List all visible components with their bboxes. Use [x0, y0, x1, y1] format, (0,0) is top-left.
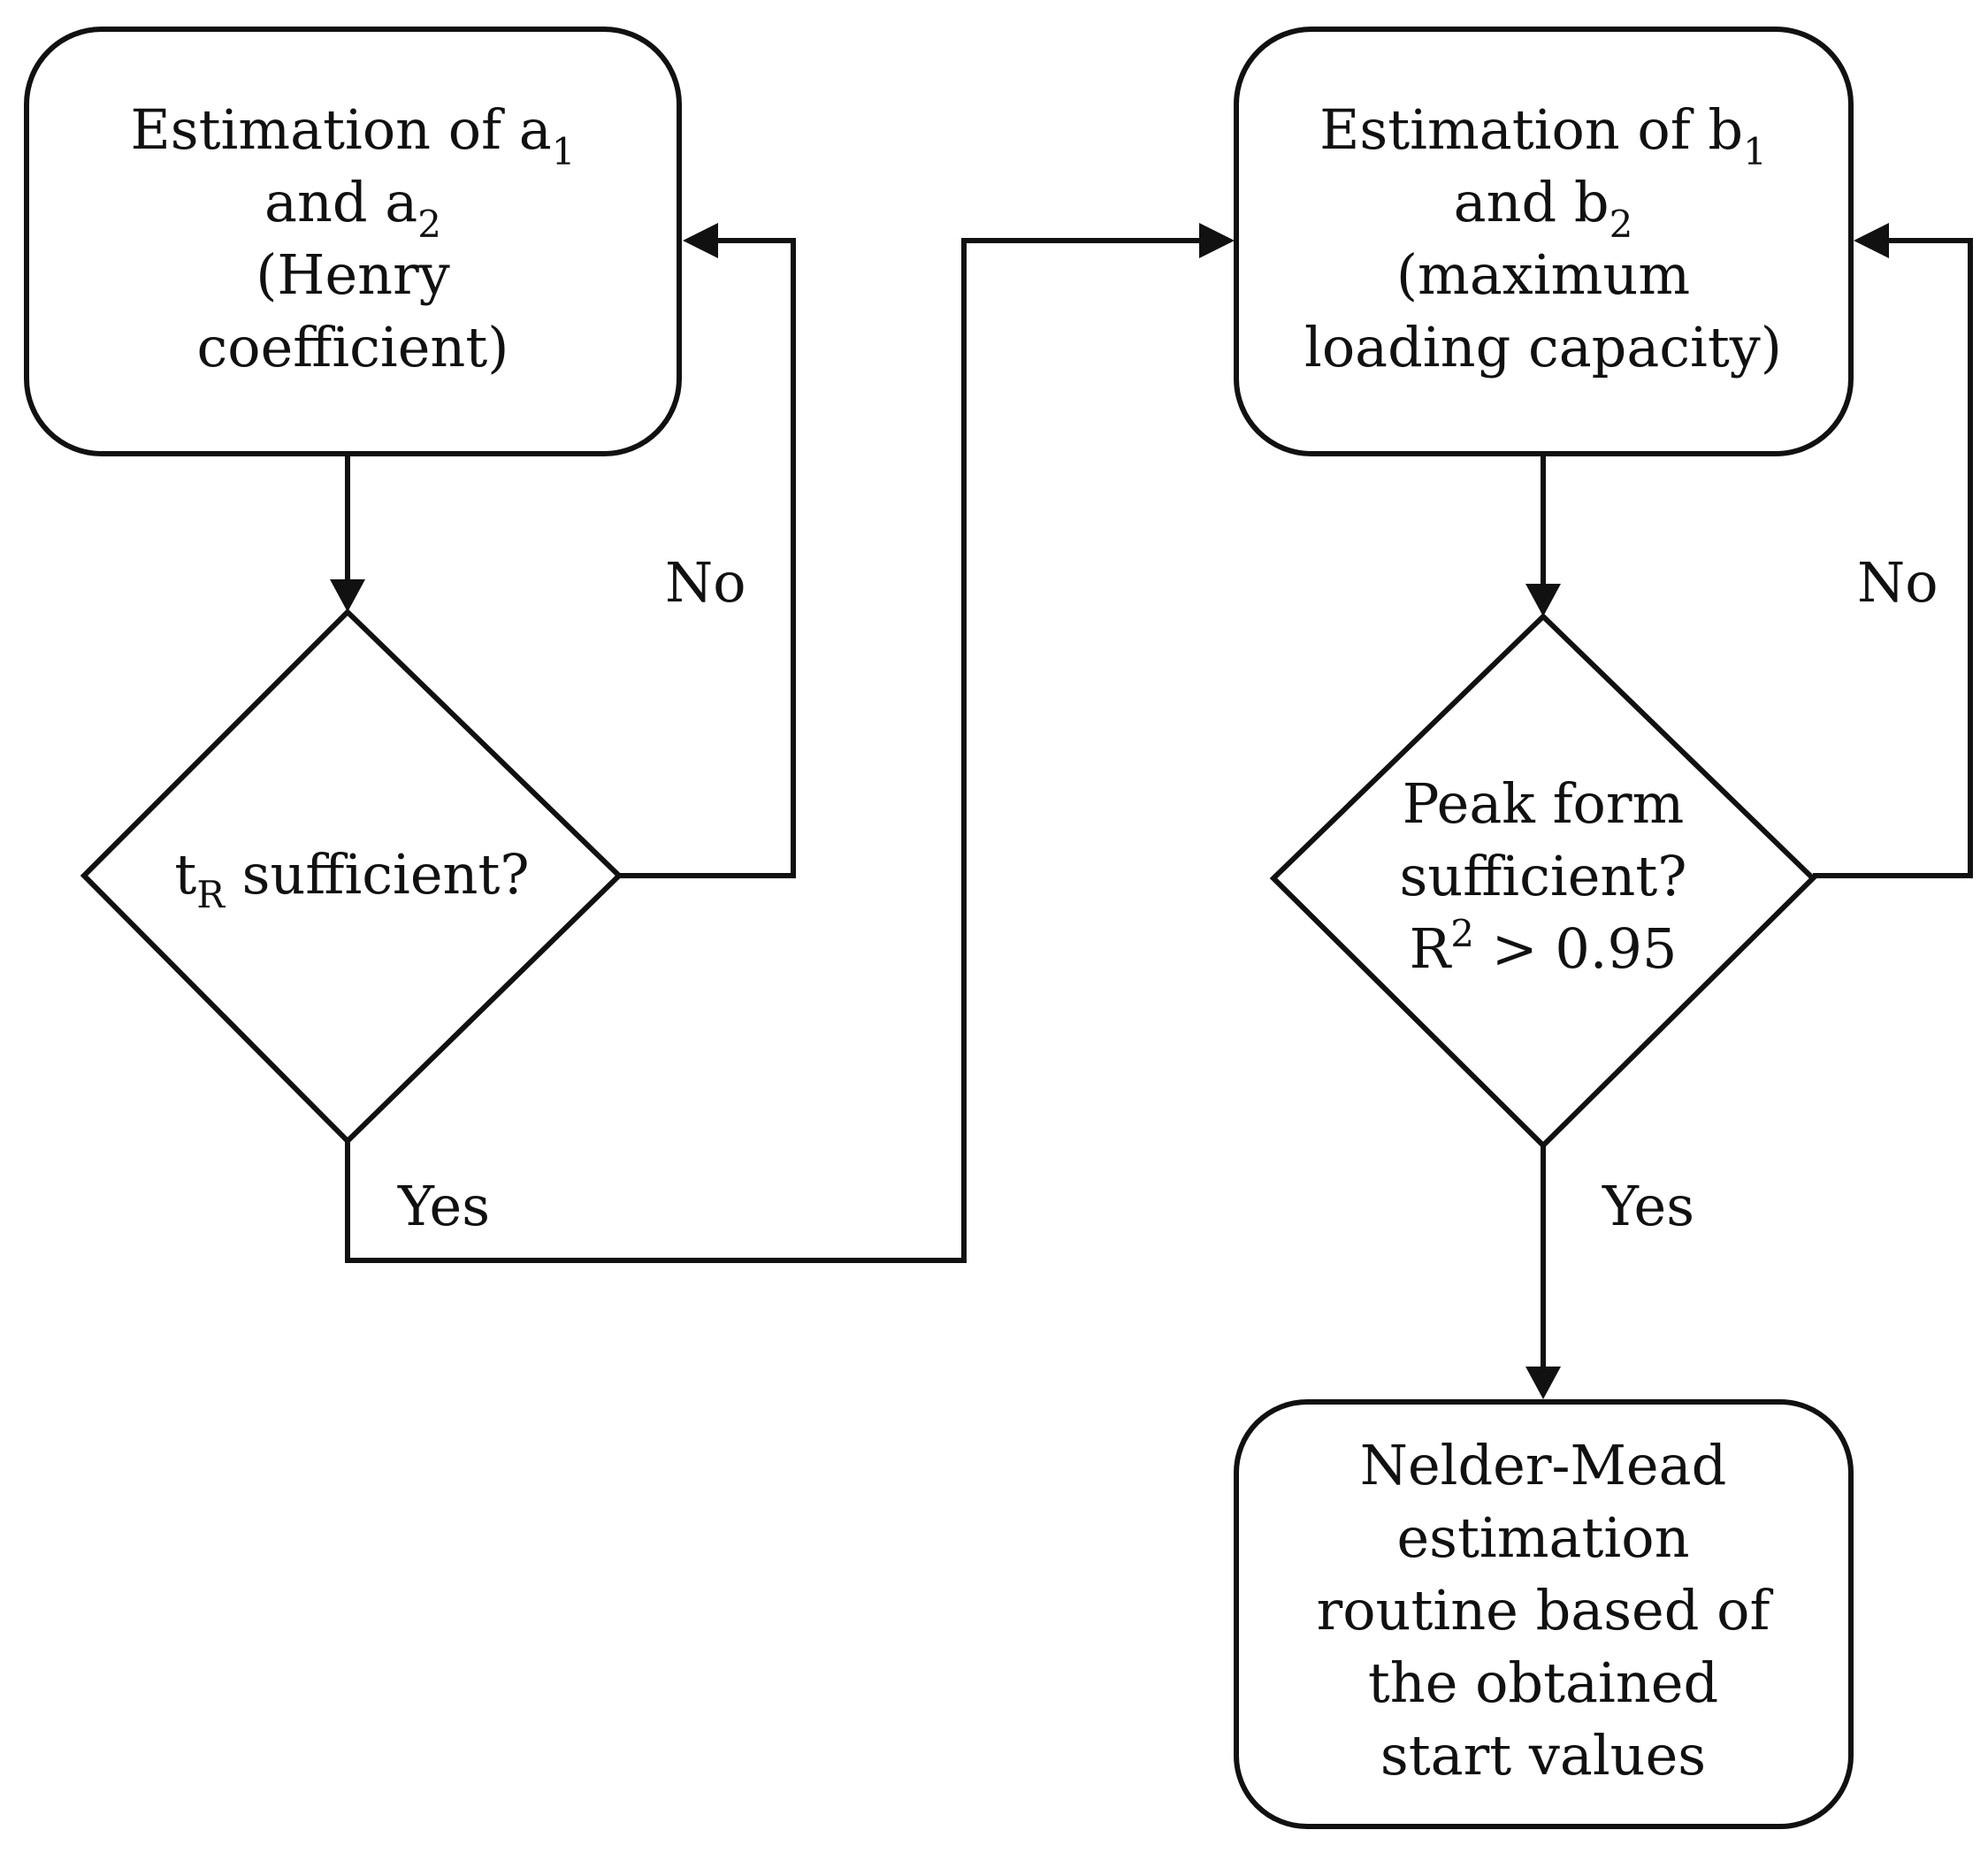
estimate-a-line-3: (Henry	[256, 242, 450, 307]
connector-tr-yes	[345, 238, 1203, 1263]
estimate-b-line-3: (maximum	[1396, 242, 1690, 307]
peak-no-label: No	[1857, 550, 1938, 615]
estimate-b-line-4: loading capacity)	[1304, 315, 1782, 379]
arrowhead-b-to-peak-decision	[1525, 584, 1561, 616]
estimate-a-line-2: and a2	[264, 170, 441, 246]
tr-decision-label: tR sufficient?	[174, 842, 529, 916]
arrowhead-peak-no-loop	[1854, 223, 1889, 258]
estimate-a-box	[24, 27, 682, 456]
nelder-mead-line-1: Nelder-Mead	[1360, 1433, 1727, 1497]
nelder-mead-line-2: estimation	[1396, 1505, 1689, 1570]
estimate-a-line-4: coefficient)	[197, 315, 509, 379]
tr-no-label: No	[665, 550, 746, 615]
estimate-b-box	[1234, 27, 1854, 456]
arrowhead-peak-yes	[1525, 1367, 1561, 1399]
nelder-mead-box	[1234, 1399, 1854, 1829]
estimate-b-line-1: Estimation of b1	[1319, 97, 1767, 173]
peak-decision-line-2: sufficient?	[1400, 844, 1687, 908]
arrowhead-tr-no-loop	[683, 223, 718, 258]
peak-decision-diamond	[1269, 612, 1817, 1150]
peak-decision-line-1: Peak form	[1403, 771, 1685, 836]
connector-peak-no-loop	[1813, 238, 1973, 878]
connector-tr-no-loop	[619, 238, 796, 878]
estimate-a-line-1: Estimation of a1	[131, 97, 576, 173]
tr-decision-diamond	[80, 608, 623, 1145]
nelder-mead-line-3: routine based of	[1317, 1578, 1774, 1642]
arrowhead-a-to-tr-decision	[330, 579, 365, 612]
nelder-mead-line-4: the obtained	[1368, 1650, 1718, 1715]
estimate-b-line-2: and b2	[1454, 170, 1633, 246]
peak-decision-line-3: R2 > 0.95	[1410, 912, 1678, 981]
arrowhead-tr-yes	[1199, 223, 1235, 258]
nelder-mead-line-5: start values	[1380, 1723, 1706, 1788]
tr-yes-label: Yes	[397, 1174, 490, 1238]
peak-yes-label: Yes	[1602, 1174, 1694, 1238]
